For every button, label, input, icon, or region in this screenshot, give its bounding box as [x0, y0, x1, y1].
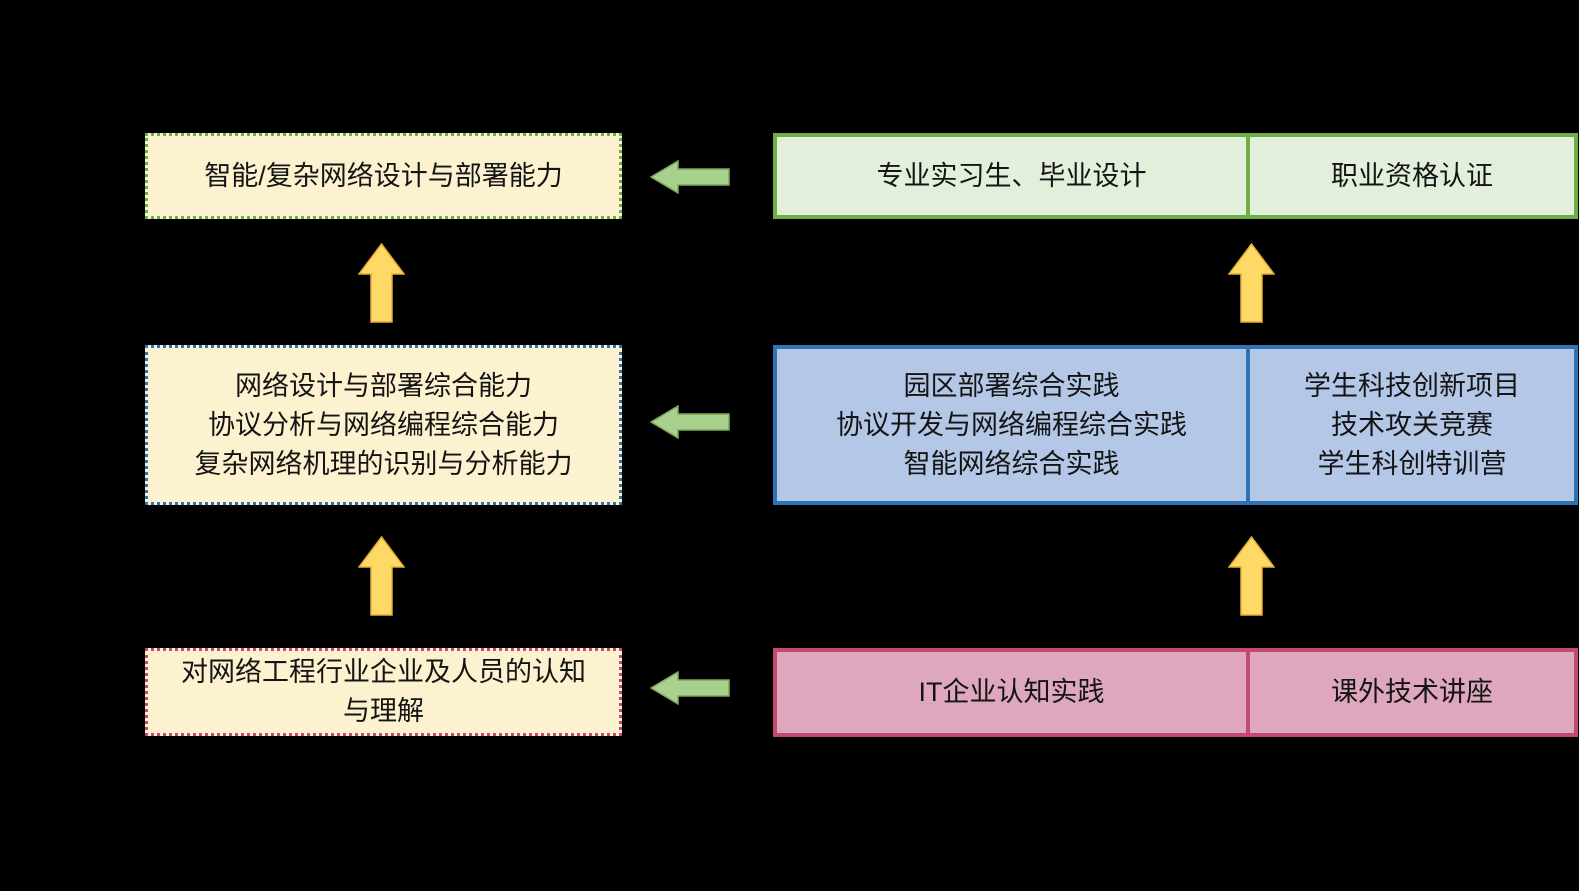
practice-cell-deployment-text: 园区部署综合实践 协议开发与网络编程综合实践 智能网络综合实践 [836, 370, 1187, 479]
yellow-up-arrow-icon [1228, 243, 1275, 323]
practice-cell-it-enterprise: IT企业认知实践 [777, 652, 1250, 733]
practice-cell-certification: 职业资格认证 [1250, 137, 1574, 215]
green-left-arrow-icon [650, 160, 730, 194]
practice-cell-lectures: 课外技术讲座 [1250, 652, 1574, 733]
practice-cell-internship-text: 专业实习生、毕业设计 [876, 160, 1147, 191]
ability-box-advanced-design: 智能/复杂网络设计与部署能力 [145, 133, 622, 219]
practice-cell-innovation: 学生科技创新项目 技术攻关竞赛 学生科创特训营 [1250, 349, 1574, 501]
ability-box-comprehensive-text: 网络设计与部署综合能力 协议分析与网络编程综合能力 复杂网络机理的识别与分析能力 [194, 370, 573, 479]
practice-box-graduation: 专业实习生、毕业设计 职业资格认证 [773, 133, 1578, 219]
practice-cell-deployment: 园区部署综合实践 协议开发与网络编程综合实践 智能网络综合实践 [777, 349, 1250, 501]
green-left-arrow-icon [650, 405, 730, 439]
practice-box-cognition: IT企业认知实践 课外技术讲座 [773, 648, 1578, 737]
green-left-arrow-icon [650, 671, 730, 705]
yellow-up-arrow-icon [358, 243, 405, 323]
ability-box-industry-cognition-text: 对网络工程行业企业及人员的认知 与理解 [181, 657, 586, 726]
ability-box-comprehensive: 网络设计与部署综合能力 协议分析与网络编程综合能力 复杂网络机理的识别与分析能力 [145, 345, 622, 505]
practice-cell-internship: 专业实习生、毕业设计 [777, 137, 1250, 215]
practice-cell-certification-text: 职业资格认证 [1331, 160, 1493, 191]
practice-box-comprehensive: 园区部署综合实践 协议开发与网络编程综合实践 智能网络综合实践 学生科技创新项目… [773, 345, 1578, 505]
ability-box-industry-cognition: 对网络工程行业企业及人员的认知 与理解 [145, 648, 622, 736]
practice-cell-innovation-text: 学生科技创新项目 技术攻关竞赛 学生科创特训营 [1304, 370, 1520, 479]
yellow-up-arrow-icon [1228, 536, 1275, 616]
practice-cell-lectures-text: 课外技术讲座 [1331, 677, 1493, 707]
ability-box-advanced-design-text: 智能/复杂网络设计与部署能力 [204, 160, 563, 191]
yellow-up-arrow-icon [358, 536, 405, 616]
practice-cell-it-enterprise-text: IT企业认知实践 [918, 677, 1105, 707]
